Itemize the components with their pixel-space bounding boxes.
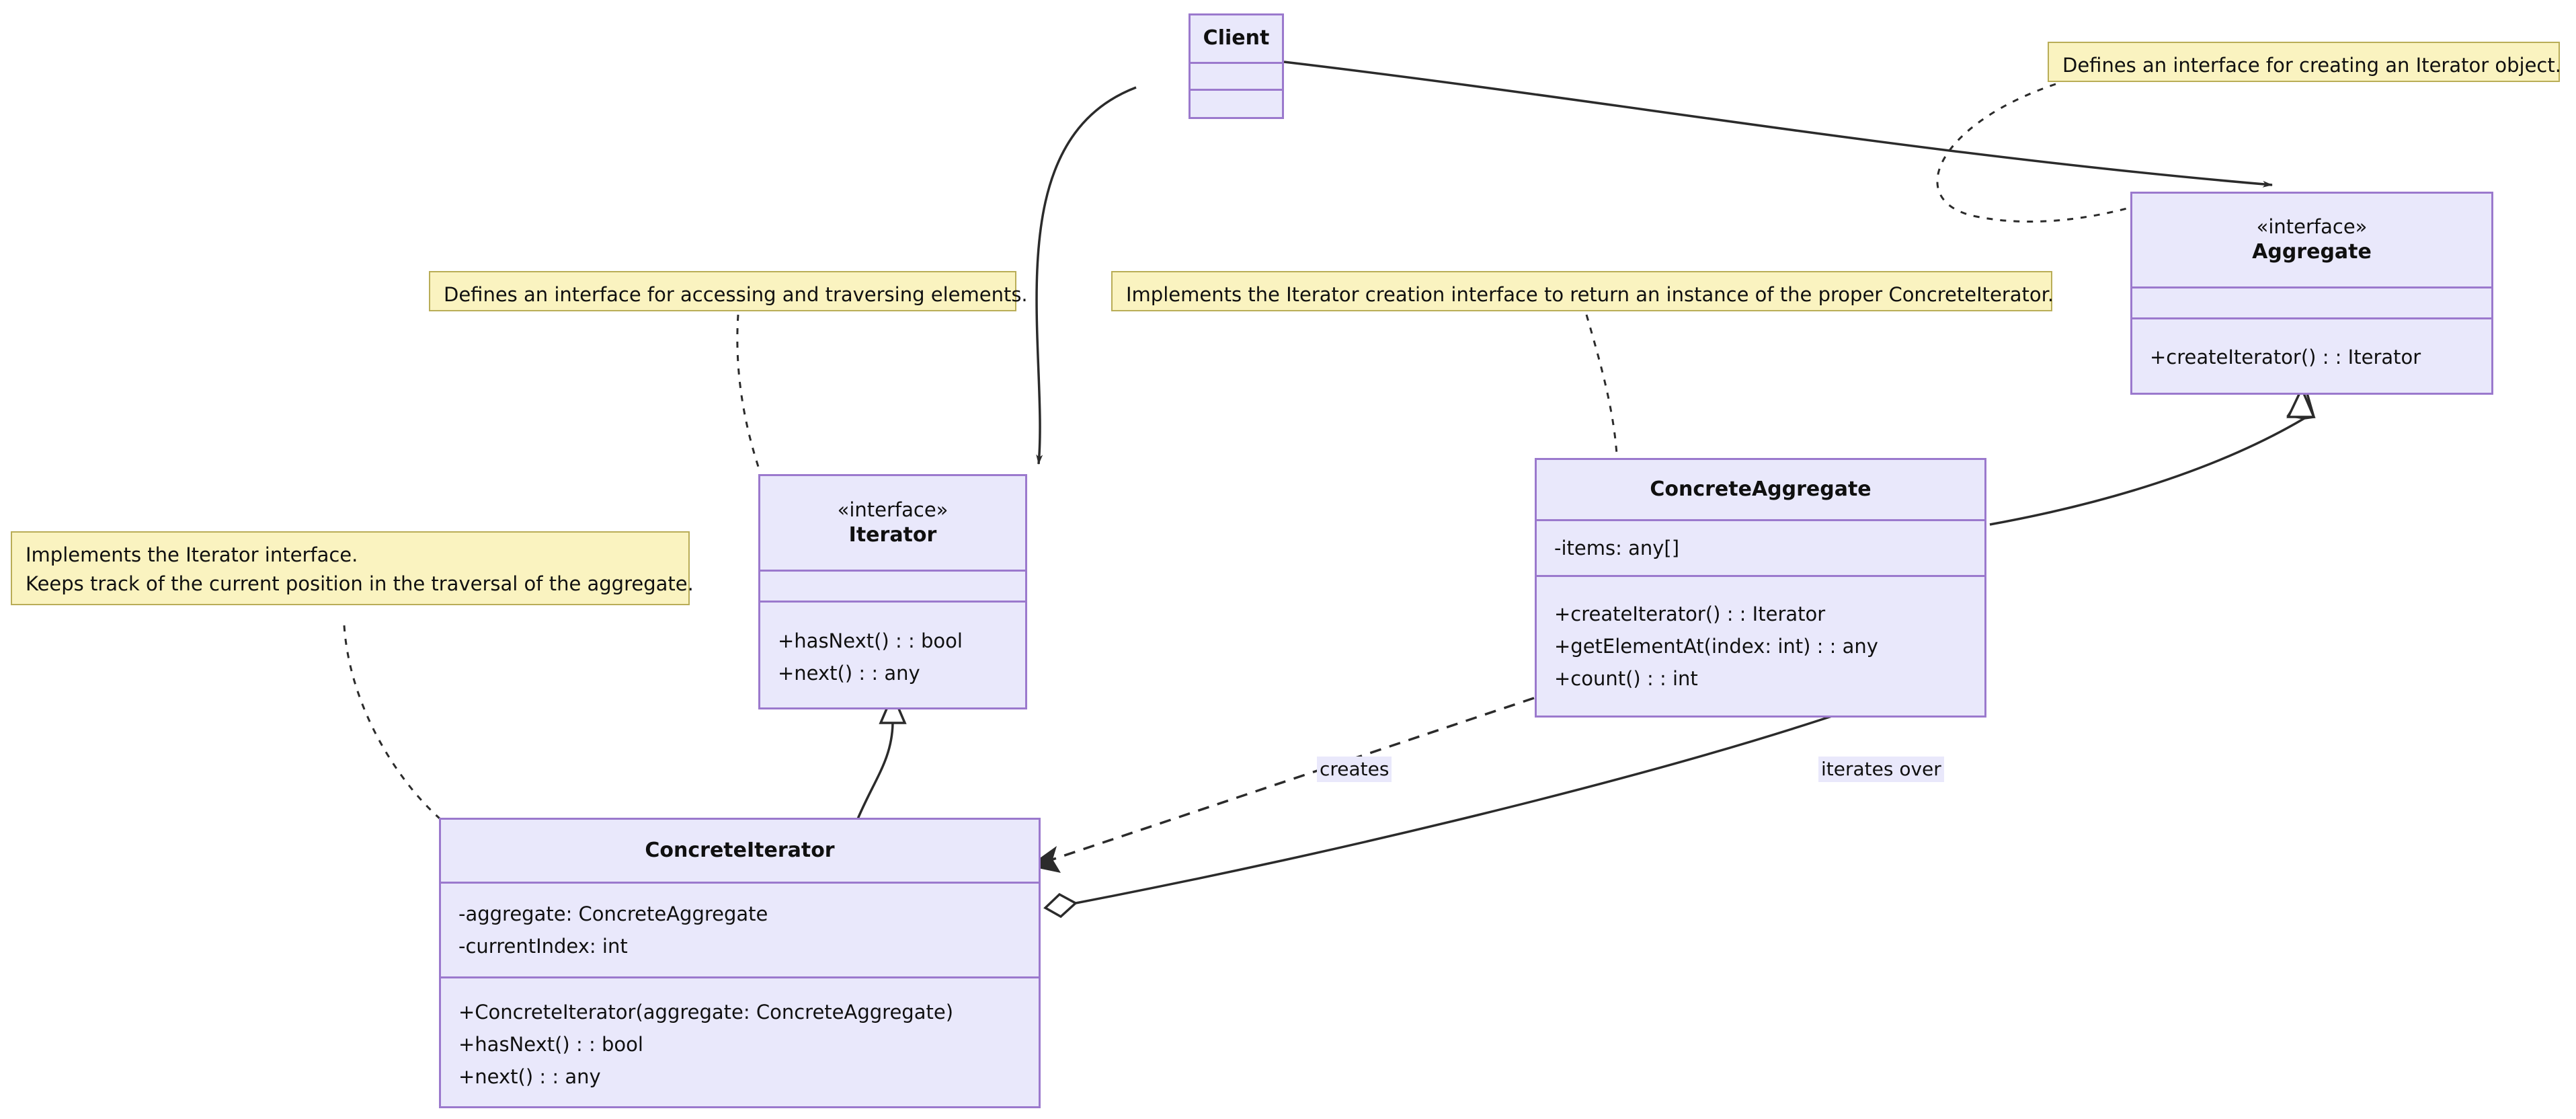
client-title-compartment: Client: [1191, 15, 1282, 64]
concrete-iterator-attributes-compartment: -aggregate: ConcreteAggregate -currentIn…: [441, 884, 1039, 978]
client-attributes-compartment: [1191, 64, 1282, 91]
concrete-iterator-method-constructor: +ConcreteIterator(aggregate: ConcreteAgg…: [458, 1000, 954, 1024]
note-anchor-iterator: [736, 314, 761, 471]
edge-concreteaggregate-creates-concreteiterator: [1029, 697, 1535, 873]
aggregate-class-name: Aggregate: [2252, 240, 2372, 264]
iterator-title-compartment: «interface» Iterator: [760, 476, 1025, 572]
concrete-iterator-title-compartment: ConcreteIterator: [441, 820, 1039, 884]
note-aggregate[interactable]: Defines an interface for creating an Ite…: [2048, 42, 2561, 82]
iterator-stereotype: «interface»: [837, 498, 949, 521]
note-aggregate-line-1: Defines an interface for creating an Ite…: [2062, 54, 2561, 77]
note-anchor-concrete-aggregate: [1585, 314, 1618, 455]
note-iterator[interactable]: Defines an interface for accessing and t…: [429, 271, 1028, 311]
concrete-iterator-class-name: ConcreteIterator: [645, 838, 835, 862]
aggregate-attributes-compartment: [2132, 288, 2491, 319]
edge-concreteiterator-generalizes-iterator: [856, 691, 907, 821]
aggregate-method-createiterator: +createIterator() : : Iterator: [2150, 345, 2421, 369]
aggregate-methods-compartment: +createIterator() : : Iterator: [2132, 319, 2491, 395]
class-box-aggregate[interactable]: «interface» Aggregate +createIterator() …: [2130, 192, 2493, 395]
note-concrete-iterator-line-2: Keeps track of the current position in t…: [26, 572, 694, 595]
concrete-iterator-methods-compartment: +ConcreteIterator(aggregate: ConcreteAgg…: [441, 978, 1039, 1110]
concrete-aggregate-method-createiterator: +createIterator() : : Iterator: [1554, 602, 1826, 625]
edge-label-creates: creates: [1317, 757, 1392, 782]
edge-concreteiterator-aggregates-concreteaggregate: [1043, 711, 1843, 919]
class-box-client[interactable]: Client: [1189, 13, 1284, 119]
aggregate-title-compartment: «interface» Aggregate: [2132, 194, 2491, 288]
concrete-aggregate-method-getelementat: +getElementAt(index: int) : : any: [1554, 634, 1878, 658]
class-box-concrete-iterator[interactable]: ConcreteIterator -aggregate: ConcreteAgg…: [439, 818, 1041, 1108]
concrete-aggregate-class-name: ConcreteAggregate: [1650, 477, 1871, 501]
note-concrete-iterator[interactable]: Implements the Iterator interface. Keeps…: [11, 531, 694, 605]
concrete-iterator-method-hasnext: +hasNext() : : bool: [458, 1032, 643, 1056]
note-iterator-line-1: Defines an interface for accessing and t…: [444, 283, 1028, 306]
note-anchor-aggregate: [1936, 83, 2152, 223]
class-box-concrete-aggregate[interactable]: ConcreteAggregate -items: any[] +createI…: [1535, 458, 1986, 718]
concrete-iterator-method-next: +next() : : any: [458, 1065, 601, 1089]
concrete-aggregate-title-compartment: ConcreteAggregate: [1537, 460, 1984, 521]
iterator-method-next: +next() : : any: [778, 662, 920, 685]
aggregate-stereotype: «interface»: [2256, 215, 2368, 239]
iterator-method-hasnext: +hasNext() : : bool: [778, 629, 963, 652]
concrete-iterator-attr-aggregate: -aggregate: ConcreteAggregate: [458, 902, 768, 925]
iterator-class-name: Iterator: [848, 523, 937, 547]
concrete-aggregate-methods-compartment: +createIterator() : : Iterator +getEleme…: [1537, 577, 1984, 716]
note-concrete-aggregate-line-1: Implements the Iterator creation interfa…: [1126, 283, 2054, 306]
edge-label-iterates-over: iterates over: [1818, 757, 1944, 782]
iterator-methods-compartment: +hasNext() : : bool +next() : : any: [760, 603, 1025, 711]
concrete-iterator-attr-currentindex: -currentIndex: int: [458, 935, 628, 958]
note-concrete-aggregate[interactable]: Implements the Iterator creation interfa…: [1111, 271, 2054, 311]
client-class-name: Client: [1203, 26, 1270, 50]
note-concrete-iterator-line-1: Implements the Iterator interface.: [26, 543, 358, 566]
concrete-aggregate-attributes-compartment: -items: any[]: [1537, 521, 1984, 577]
note-anchor-concrete-iterator: [343, 625, 441, 820]
concrete-aggregate-attr-items: -items: any[]: [1554, 536, 1680, 560]
edge-concreteaggregate-generalizes-aggregate: [1989, 385, 2316, 526]
iterator-attributes-compartment: [760, 572, 1025, 603]
class-box-iterator[interactable]: «interface» Iterator +hasNext() : : bool…: [758, 474, 1027, 709]
concrete-aggregate-method-count: +count() : : int: [1554, 667, 1698, 691]
client-methods-compartment: [1191, 91, 1282, 119]
